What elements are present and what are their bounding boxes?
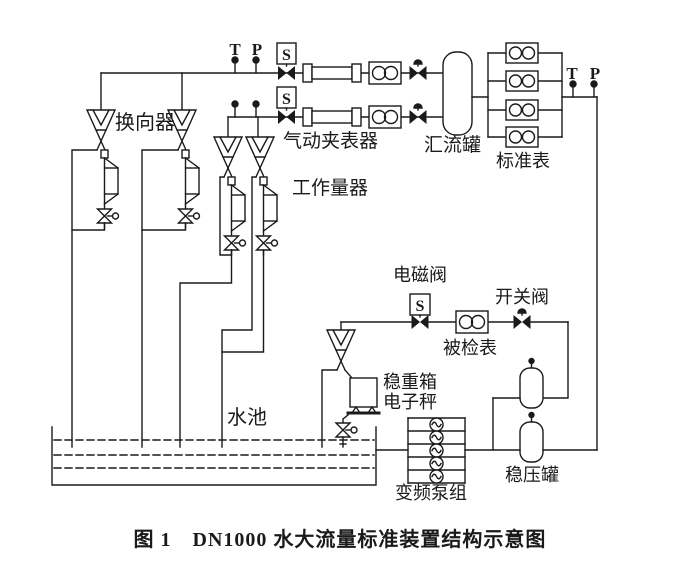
pump-icon (429, 430, 444, 445)
label-diverter: 换向器 (115, 112, 175, 134)
label-water-pool: 水池 (227, 407, 267, 429)
label-pressure-tank: 稳压罐 (505, 465, 559, 485)
label-solenoid-valve: 电磁阀 (393, 265, 447, 285)
label-manifold-tank: 汇流罐 (424, 135, 482, 156)
tank-inlet-valve-1 (410, 60, 427, 80)
pilot-solenoid-valve-1: S (276, 42, 297, 81)
solenoid-valve: S (409, 293, 431, 330)
flow-meter-line2 (368, 105, 402, 129)
pump-icon (429, 469, 444, 484)
pilot-solenoid-valve-2: S (276, 86, 297, 125)
solenoid-letter: S (282, 47, 291, 64)
label-meter-under-test: 被检表 (443, 338, 497, 358)
diverter-assembly-4 (246, 137, 278, 255)
standard-meter-bank (487, 42, 563, 148)
return-piping (71, 149, 265, 448)
tank-inlet-valve-2 (410, 104, 427, 124)
diverter-assembly-1 (87, 110, 119, 228)
weighing-box-scale (335, 377, 381, 448)
temperature-tap-label: T (566, 64, 578, 83)
flow-meter-line1 (368, 61, 402, 85)
pump-icon (429, 417, 444, 432)
meter-under-test (455, 310, 489, 334)
diverter-assembly-3 (214, 137, 246, 255)
pressure-tap-label: P (252, 40, 262, 59)
figure-caption: 图 1 DN1000 水大流量标准装置结构示意图 (133, 529, 547, 551)
temperature-tap-label: T (229, 40, 241, 59)
pump-icon (429, 456, 444, 471)
label-pump-group: 变频泵组 (395, 483, 467, 503)
manifold-tank (442, 51, 473, 136)
tp-taps-right: T P (561, 64, 600, 98)
pressure-tap-label: P (590, 64, 600, 83)
tp-taps-line1: T P (229, 40, 262, 74)
label-electronic-scale: 电子秤 (383, 392, 437, 412)
switch-valve (514, 309, 531, 329)
pressure-tanks (464, 357, 598, 463)
solenoid-letter: S (416, 298, 425, 315)
label-pneumatic-clamp: 气动夹表器 (283, 131, 379, 152)
label-weighing-box: 稳重箱 (383, 372, 437, 392)
label-working-gauge: 工作量器 (292, 178, 369, 199)
water-pool (51, 426, 377, 486)
pneumatic-clamp-2 (302, 107, 362, 127)
solenoid-letter: S (282, 91, 291, 108)
tp-taps-line2 (231, 100, 260, 118)
label-standard-meters: 标准表 (496, 151, 550, 171)
pneumatic-clamp-1 (302, 63, 362, 83)
test-diverter (321, 329, 356, 448)
pump-group (407, 417, 466, 484)
pump-icon (429, 443, 444, 458)
test-line (340, 321, 569, 399)
label-switch-valve: 开关阀 (495, 287, 549, 307)
